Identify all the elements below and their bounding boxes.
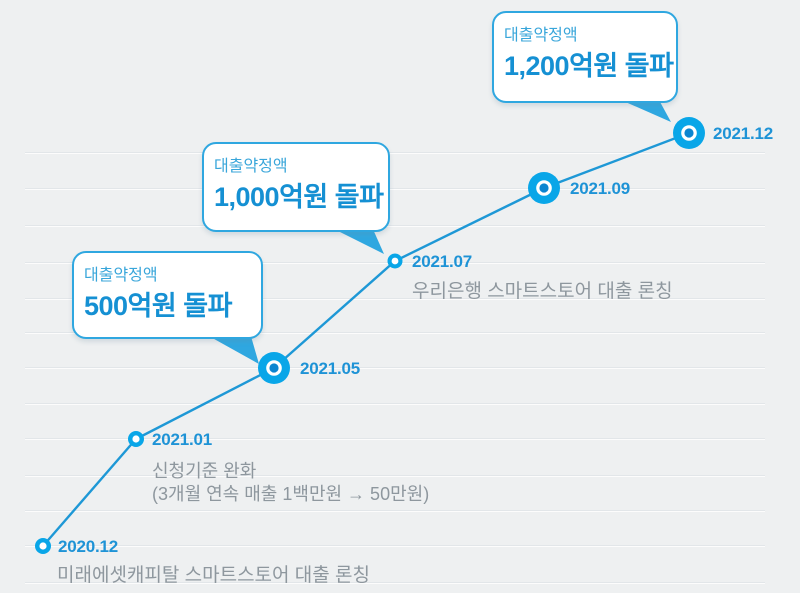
gridline [25, 298, 765, 299]
date-label-2021-01: 2021.01 [152, 430, 213, 449]
gridline [25, 225, 765, 226]
gridline [25, 545, 765, 546]
marker-2021-12 [673, 117, 705, 149]
marker-2021-05 [258, 352, 290, 384]
callout-value: 500억원 돌파 [84, 291, 232, 321]
callout-title: 대출약정액 [214, 158, 288, 175]
marker-2021-07 [387, 253, 403, 269]
date-label-2021-05: 2021.05 [300, 359, 361, 378]
marker-2021-09 [528, 172, 560, 204]
gridline [25, 438, 765, 439]
gridline [25, 367, 765, 368]
callout-bubble-500: 대출약정액 500억원 돌파 [72, 251, 263, 339]
trend-line [42, 131, 690, 547]
date-label-2021-07: 2021.07 [412, 252, 473, 271]
note-woori-launch: 우리은행 스마트스토어 대출 론칭 [412, 281, 673, 302]
callout-bubble-1200: 대출약정액 1,200억원 돌파 [492, 11, 678, 103]
date-label-2021-09: 2021.09 [570, 179, 631, 198]
callout-bubble-1000: 대출약정액 1,000억원 돌파 [202, 142, 390, 232]
gridline [25, 475, 765, 476]
callout-title: 대출약정액 [504, 27, 578, 44]
gridline [25, 332, 765, 333]
gridline [25, 403, 765, 404]
marker-2020-12 [35, 538, 51, 554]
gridline [25, 188, 765, 189]
note-criteria-eased: 신청기준 완화 (3개월 연속 매출 1백만원 → 50만원) [152, 460, 429, 506]
gridline [25, 152, 765, 153]
note-criteria-line2: (3개월 연속 매출 1백만원 → 50만원) [152, 484, 430, 504]
note-mirae-launch: 미래에셋캐피탈 스마트스토어 대출 론칭 [57, 565, 370, 586]
date-label-2021-12: 2021.12 [713, 124, 774, 143]
gridline [25, 582, 765, 583]
callout-title: 대출약정액 [84, 267, 158, 284]
callout-value: 1,000억원 돌파 [214, 182, 384, 212]
gridline [25, 510, 765, 511]
note-criteria-line1: 신청기준 완화 [152, 461, 257, 481]
date-label-2020-12: 2020.12 [58, 537, 119, 556]
marker-2021-01 [128, 431, 144, 447]
callout-value: 1,200억원 돌파 [504, 51, 674, 81]
